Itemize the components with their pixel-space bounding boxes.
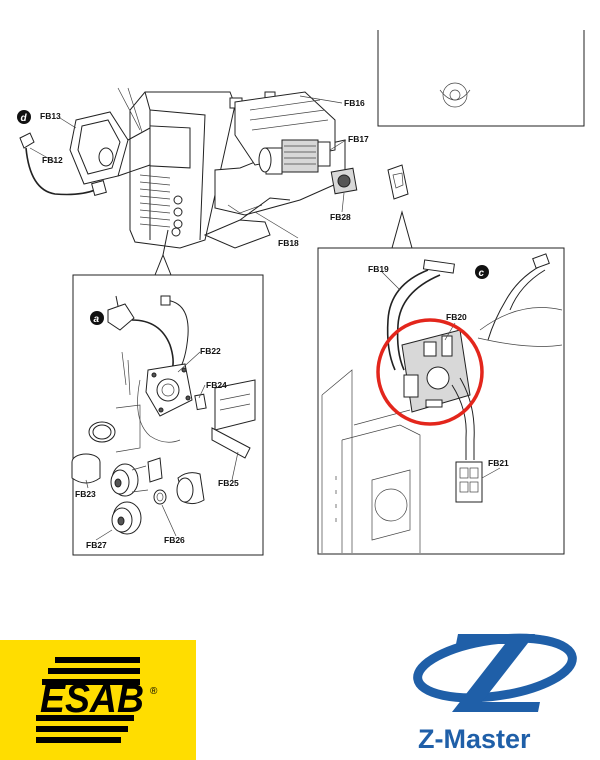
zmaster-logo: Z-Master — [413, 633, 577, 754]
label-fb21: FB21 — [488, 458, 509, 468]
callout-d: d — [17, 110, 31, 124]
knob-upper — [110, 463, 149, 497]
label-fb19: FB19 — [368, 264, 389, 274]
label-fb12: FB12 — [42, 155, 63, 165]
front-grille — [139, 174, 171, 228]
label-fb17: FB17 — [348, 134, 369, 144]
label-fb16: FB16 — [344, 98, 365, 108]
label-fb28: FB28 — [330, 212, 351, 222]
label-fb23: FB23 — [75, 489, 96, 499]
connector-fb22 — [145, 363, 193, 417]
label-fb26: FB26 — [164, 535, 185, 545]
part-labels: FB13 FB12 FB16 FB17 FB28 FB18 FB19 FB20 … — [40, 98, 509, 550]
vent-fan — [371, 469, 411, 541]
left-detail-panel — [71, 229, 264, 556]
pcb-fb20 — [401, 329, 471, 413]
label-fb27: FB27 — [86, 540, 107, 550]
label-fb22: FB22 — [200, 346, 221, 356]
fan-fb28 — [330, 164, 409, 200]
callout-a: a — [90, 311, 104, 325]
front-panel-fb13 — [69, 111, 151, 185]
label-fb20: FB20 — [446, 312, 467, 322]
zmaster-wordmark: Z-Master — [418, 724, 531, 754]
esab-registered-mark: ® — [150, 686, 158, 697]
machine-assembly — [129, 91, 346, 249]
svg-text:c: c — [479, 268, 485, 279]
connector-fb21 — [455, 461, 483, 503]
cable-fb12 — [19, 132, 107, 196]
esab-logo: ESAB ® — [0, 640, 196, 760]
top-right-inset — [377, 30, 585, 127]
knob-fb27 — [111, 501, 142, 535]
label-fb25: FB25 — [218, 478, 239, 488]
highlight-circle — [376, 318, 484, 426]
svg-text:a: a — [94, 314, 100, 325]
label-fb18: FB18 — [278, 238, 299, 248]
right-detail-panel — [317, 210, 565, 555]
svg-text:d: d — [21, 113, 28, 124]
callout-c: c — [475, 265, 489, 279]
label-fb13: FB13 — [40, 111, 61, 121]
label-fb24: FB24 — [206, 380, 227, 390]
transformer-fb17 — [258, 139, 331, 175]
esab-wordmark: ESAB — [40, 677, 144, 721]
